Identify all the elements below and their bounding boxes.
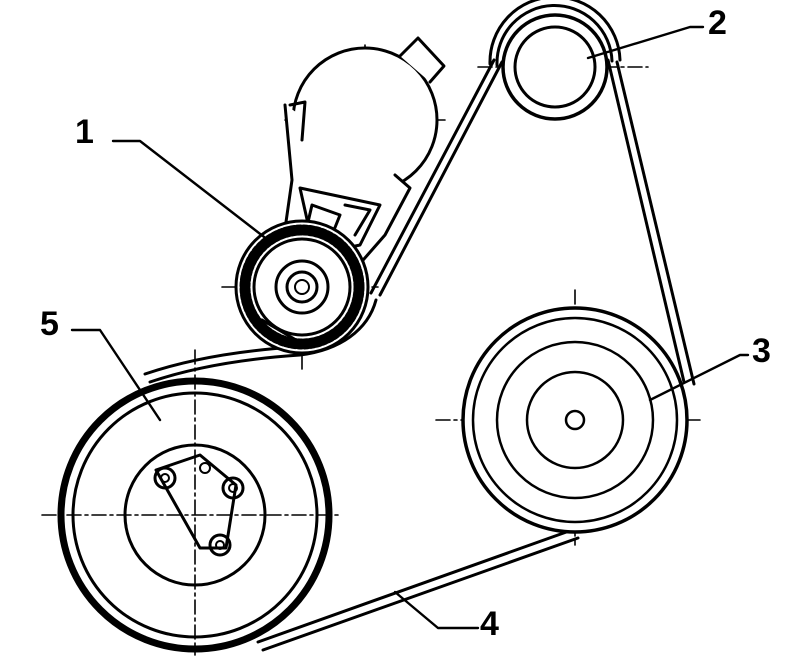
callout-2-label: 2 bbox=[708, 4, 727, 42]
callout-1-label: 1 bbox=[75, 113, 94, 151]
crankshaft-pulley bbox=[57, 377, 333, 653]
leader-lines bbox=[70, 25, 750, 630]
tensioner-pulley bbox=[234, 219, 370, 355]
callout-4-label: 4 bbox=[480, 605, 499, 643]
compressor-pulley bbox=[461, 306, 689, 534]
callout-3-label: 3 bbox=[752, 332, 771, 370]
idler-pulley-top bbox=[501, 13, 609, 121]
tensioner-housing bbox=[280, 36, 446, 277]
callout-5-label: 5 bbox=[40, 305, 59, 343]
